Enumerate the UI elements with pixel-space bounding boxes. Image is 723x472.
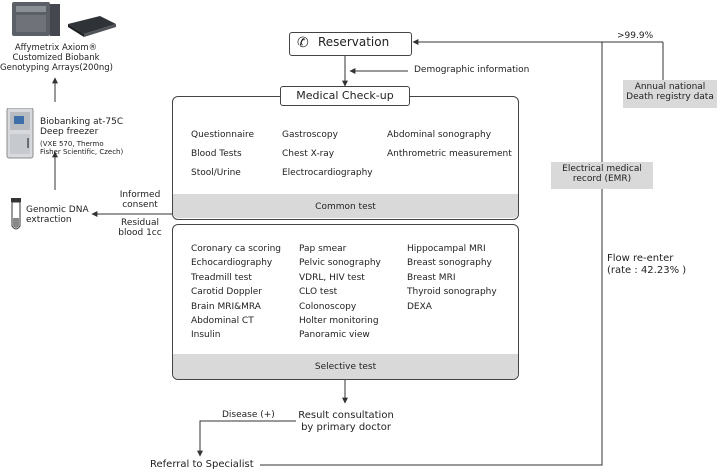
- list-item: Stool/Urine: [191, 168, 241, 178]
- common-test-footer: [173, 194, 518, 218]
- list-item: Colonoscopy: [299, 301, 357, 312]
- selective-test-footer-label: Selective test: [314, 362, 377, 372]
- death-registry-box: Annual national Death registry data: [623, 80, 717, 108]
- list-item: Pap smear: [299, 244, 347, 254]
- genotyping-instrument-icon: [8, 2, 118, 38]
- emr-box: Electrical medical record (EMR): [551, 162, 653, 189]
- list-item: DEXA: [407, 301, 432, 312]
- result-consultation-label: Result consultation by primary doctor: [298, 410, 394, 433]
- common-col1: Questionnaire Blood Tests Stool/Urine: [191, 126, 254, 183]
- reservation-label: Reservation: [318, 35, 390, 49]
- list-item: Panoramic view: [299, 330, 370, 341]
- list-item: Hippocampal MRI: [407, 244, 486, 254]
- list-item: Abdominal CT: [191, 316, 254, 327]
- arrow-result-to-referral: [197, 420, 296, 457]
- list-item: VDRL, HIV test: [299, 272, 365, 283]
- medical-checkup-title: Medical Check-up: [280, 86, 410, 106]
- list-item: Carotid Doppler: [191, 287, 263, 298]
- common-col2: Gastroscopy Chest X-ray Electrocardiogra…: [282, 126, 373, 183]
- list-item: Anthrometric measurement: [387, 149, 512, 159]
- selective-col3: Hippocampal MRI Breast sonography Breast…: [407, 242, 497, 314]
- list-item: Electrocardiography: [282, 168, 373, 178]
- medical-checkup-title-text: Medical Check-up: [296, 89, 394, 102]
- list-item: Blood Tests: [191, 149, 242, 159]
- common-test-footer-label: Common test: [315, 202, 376, 212]
- demographic-label: Demographic information: [414, 65, 530, 75]
- list-item: Pelvic sonography: [299, 258, 381, 269]
- freezer-icon: [5, 107, 35, 160]
- list-item: Questionnaire: [191, 130, 255, 140]
- reservation-box: ✆ Reservation: [289, 32, 412, 56]
- flow-reenter-label: Flow re-enter (rate : 42.23% ): [607, 253, 687, 276]
- residual-blood-label: Residual blood 1cc: [118, 218, 162, 239]
- phone-icon: ✆: [297, 35, 309, 51]
- list-item: Gastroscopy: [282, 130, 338, 140]
- informed-consent-label: Informed consent: [119, 190, 161, 211]
- disease-label: Disease (+): [222, 410, 275, 420]
- genomic-dna-label: Genomic DNA extraction: [26, 205, 89, 226]
- list-item: CLO test: [299, 287, 338, 298]
- list-item: Holter monitoring: [299, 316, 379, 327]
- list-item: Thyroid sonography: [407, 287, 497, 298]
- test-tube-icon: [8, 198, 24, 234]
- selective-test-footer: [173, 354, 518, 379]
- survival-label: >99.9%: [617, 31, 654, 41]
- biobanking-label: Biobanking at-75C Deep freezer (VXE 570,…: [40, 117, 124, 156]
- referral-label: Referral to Specialist: [150, 459, 254, 470]
- list-item: Breast MRI: [407, 272, 456, 283]
- selective-col1: Coronary ca scoring Echocardiography Tre…: [191, 242, 281, 343]
- list-item: Insulin: [191, 330, 221, 341]
- list-item: Breast sonography: [407, 258, 492, 269]
- arrow-flow-reenter: [260, 39, 603, 466]
- common-col3: Abdominal sonography Anthrometric measur…: [387, 126, 512, 164]
- list-item: Coronary ca scoring: [191, 244, 281, 254]
- list-item: Brain MRI&MRA: [191, 301, 261, 312]
- selective-col2: Pap smear Pelvic sonography VDRL, HIV te…: [299, 242, 381, 343]
- list-item: Treadmill test: [191, 272, 252, 283]
- list-item: Chest X-ray: [282, 149, 335, 159]
- list-item: Echocardiography: [191, 258, 273, 269]
- affymetrix-label: Affymetrix Axiom® Customized Biobank Gen…: [0, 43, 113, 73]
- list-item: Abdominal sonography: [387, 130, 492, 140]
